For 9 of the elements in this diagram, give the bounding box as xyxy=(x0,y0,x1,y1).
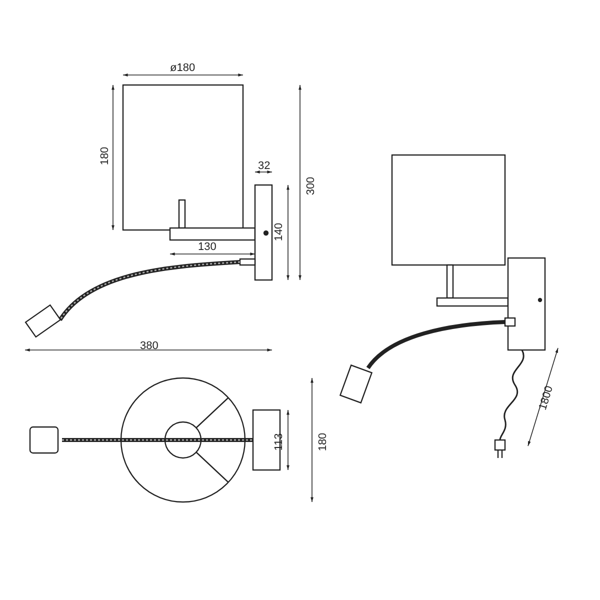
dimension-label: 140 xyxy=(273,222,286,242)
dimension-label: 180 xyxy=(317,432,330,452)
dimension-label: 130 xyxy=(198,241,216,253)
dimension-label: 180 xyxy=(99,146,112,166)
dimension-label: 32 xyxy=(258,160,270,172)
dimension-label: ø180 xyxy=(170,62,196,74)
dimension-label: 1800 xyxy=(536,384,556,412)
dimension-label: 380 xyxy=(140,340,158,352)
dimension-label: 300 xyxy=(305,176,318,196)
